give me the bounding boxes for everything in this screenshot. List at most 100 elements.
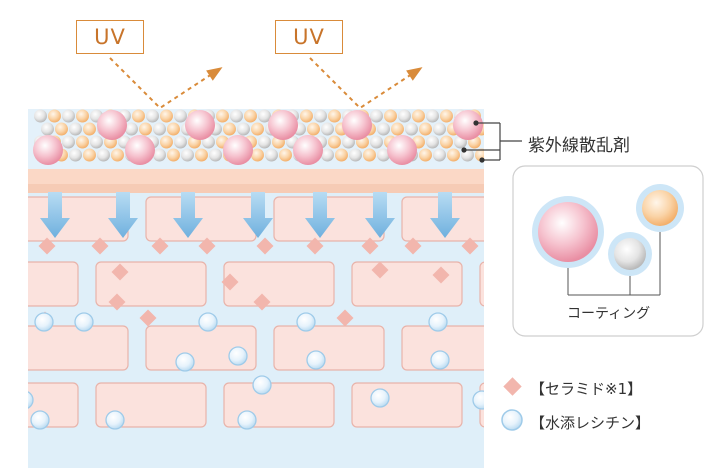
small-particle xyxy=(68,148,82,162)
small-particle xyxy=(152,148,166,162)
legend-ceramide-label: 【セラミド※1】 xyxy=(530,380,643,398)
small-particle xyxy=(215,109,229,123)
small-particle xyxy=(222,122,236,136)
small-particle xyxy=(446,148,460,162)
small-particle xyxy=(180,148,194,162)
down-arrow xyxy=(40,192,70,238)
small-particle xyxy=(313,109,327,123)
small-particle xyxy=(257,109,271,123)
small-particle xyxy=(439,109,453,123)
uv-arrowhead xyxy=(206,67,223,81)
lecithin-bubble xyxy=(30,410,50,430)
down-arrow xyxy=(305,192,335,238)
small-particle xyxy=(96,148,110,162)
small-particle xyxy=(75,109,89,123)
lecithin-bubble xyxy=(28,391,34,409)
small-particle xyxy=(250,122,264,136)
skin-cell xyxy=(351,261,463,307)
down-arrow xyxy=(430,192,460,238)
legend-lecithin-label: 【水添レシチン】 xyxy=(530,414,651,432)
lecithin-bubble xyxy=(175,352,195,372)
small-particle xyxy=(376,122,390,136)
small-particle xyxy=(264,148,278,162)
small-particle xyxy=(124,122,138,136)
ceramide-diamond xyxy=(306,237,324,255)
scattering-agent-label: 紫外線散乱剤 xyxy=(528,136,630,156)
small-particle xyxy=(432,148,446,162)
down-arrow xyxy=(108,192,138,238)
small-particle xyxy=(334,148,348,162)
uv-dashed-ray xyxy=(109,57,216,110)
small-particle xyxy=(82,148,96,162)
ceramide-diamond xyxy=(198,237,216,255)
small-particle xyxy=(166,122,180,136)
small-particle xyxy=(40,122,54,136)
ceramide-diamond xyxy=(432,266,450,284)
small-particle xyxy=(138,122,152,136)
small-particle xyxy=(397,109,411,123)
small-particle xyxy=(383,109,397,123)
lecithin-bubble xyxy=(237,410,257,430)
small-particle xyxy=(390,122,404,136)
ceramide-diamond xyxy=(256,237,274,255)
lecithin-bubble xyxy=(472,390,484,410)
small-particle xyxy=(54,122,68,136)
coating-bracket xyxy=(567,232,661,296)
large-particle xyxy=(125,135,155,165)
lecithin-legend-icon xyxy=(501,409,523,431)
small-particle xyxy=(306,122,320,136)
small-particle xyxy=(369,135,383,149)
down-arrow xyxy=(173,192,203,238)
small-particle xyxy=(404,122,418,136)
large-particle xyxy=(387,135,417,165)
lecithin-bubbles xyxy=(28,312,484,430)
small-particle xyxy=(68,122,82,136)
small-particle xyxy=(348,148,362,162)
small-particle xyxy=(376,148,390,162)
small-particle xyxy=(152,122,166,136)
ceramide-diamonds xyxy=(36,237,479,329)
ceramide-diamond xyxy=(253,293,271,311)
small-particle xyxy=(159,109,173,123)
skin-cell xyxy=(273,325,385,371)
small-particle xyxy=(432,122,446,136)
small-particle xyxy=(425,109,439,123)
small-particle xyxy=(82,122,96,136)
small-particle xyxy=(89,135,103,149)
small-particle xyxy=(411,109,425,123)
ceramide-legend-icon xyxy=(503,377,522,396)
down-arrow xyxy=(243,192,273,238)
agent-bracket xyxy=(464,122,522,161)
uv-dashed-ray xyxy=(309,57,416,110)
ceramide-diamond xyxy=(371,261,389,279)
small-particle xyxy=(61,109,75,123)
blue-arrows xyxy=(40,192,460,238)
small-particle xyxy=(327,109,341,123)
large-particle xyxy=(223,135,253,165)
lecithin-bubble xyxy=(34,312,54,332)
small-particle xyxy=(320,148,334,162)
uv-label-left: UV xyxy=(76,20,144,54)
large-particle xyxy=(268,110,298,140)
uv-scattering-particles xyxy=(33,109,484,165)
small-particle xyxy=(250,148,264,162)
ceramide-diamond xyxy=(404,237,422,255)
small-particle xyxy=(369,109,383,123)
small-particle xyxy=(236,122,250,136)
small-particle xyxy=(75,135,89,149)
ceramide-diamond xyxy=(108,293,126,311)
skin-cell xyxy=(28,261,79,307)
uv-label-right: UV xyxy=(275,20,343,54)
ceramide-diamond xyxy=(91,237,109,255)
small-particle xyxy=(47,109,61,123)
lecithin-bubble xyxy=(74,312,94,332)
small-particle xyxy=(425,135,439,149)
small-particle xyxy=(320,122,334,136)
small-particle xyxy=(131,109,145,123)
skin-cell xyxy=(351,382,463,428)
small-particle xyxy=(166,148,180,162)
ceramide-diamond xyxy=(139,309,157,327)
lecithin-bubble xyxy=(198,312,218,332)
